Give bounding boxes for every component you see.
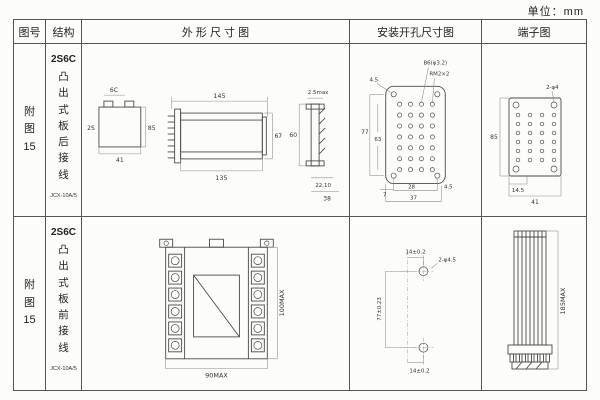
dim-2phi45: 2-φ4.5 bbox=[438, 257, 456, 263]
row1-structure-desc: 凸出式板后接线 bbox=[58, 71, 69, 181]
dim-14-top: 14±0.2 bbox=[405, 249, 425, 255]
dim-37: 37 bbox=[410, 195, 417, 201]
dim-63: 63 bbox=[374, 137, 381, 143]
header-terminal: 端子图 bbox=[482, 20, 586, 44]
row2-fig-no: 附图15 bbox=[23, 279, 36, 327]
dim-rm2: RM2×2 bbox=[429, 71, 449, 77]
row1-fig-no: 附图15 bbox=[23, 105, 36, 153]
row1-terminal-cell: 2-φ4 85 14.5 41 bbox=[482, 44, 586, 217]
row1-install-drawing: 4.5 B6(φ3.2) RM2×2 77 63 7 28 4.5 37 bbox=[361, 61, 453, 202]
row2-outline-cell: 100MAX 90MAX bbox=[82, 217, 350, 390]
dim-45b: 4.5 bbox=[444, 185, 453, 191]
dim-6c: 6C bbox=[110, 87, 118, 94]
row1-outline-drawing: 6C 2S 85 41 bbox=[87, 87, 340, 203]
dim-38: 38 bbox=[323, 196, 331, 203]
row2-install-cell: 14±0.2 2-φ4.5 77±0.23 14±0.2 bbox=[350, 217, 482, 390]
row1-outline-cell: 6C 2S 85 41 bbox=[82, 44, 350, 217]
header-structure: 结构 bbox=[46, 20, 82, 44]
terminal-block-shape bbox=[499, 90, 562, 197]
top-view-shape bbox=[98, 94, 147, 155]
dim-77tol: 77±0.23 bbox=[377, 297, 383, 321]
row2-fig-no-cell: 附图15 bbox=[14, 217, 46, 390]
dim-7: 7 bbox=[383, 192, 386, 198]
dim-b6: B6(φ3.2) bbox=[423, 61, 447, 67]
dim-41: 41 bbox=[116, 157, 124, 164]
row2-model-code: JCX-10A/5 bbox=[50, 365, 77, 372]
row2-model: 2S6C bbox=[50, 227, 76, 238]
row1-fig-no-cell: 附图15 bbox=[14, 44, 46, 217]
header-outline: 外 形 尺 寸 图 bbox=[82, 20, 350, 44]
dim-60: 60 bbox=[289, 132, 297, 139]
dim-85: 85 bbox=[148, 125, 156, 132]
front-view-shape bbox=[159, 238, 278, 370]
row1-install-cell: 4.5 B6(φ3.2) RM2×2 77 63 7 28 4.5 37 bbox=[350, 44, 482, 217]
row2-install-drawing: 14±0.2 2-φ4.5 77±0.23 14±0.2 bbox=[377, 249, 456, 374]
panel-section-shape bbox=[298, 97, 340, 193]
dim-2s: 2S bbox=[87, 125, 95, 132]
row2-terminal-cell: 185MAX bbox=[482, 217, 586, 390]
row2-structure-cell: 2S6C 凸出式板前接线 JCX-10A/5 bbox=[46, 217, 82, 390]
header-install: 安装开孔尺寸图 bbox=[350, 20, 482, 44]
dim-t85: 85 bbox=[490, 134, 498, 141]
row1-structure-cell: 2S6C 凸出式板后接线 JCX-10A/5 bbox=[46, 44, 82, 217]
dim-2210: 22,10 bbox=[315, 183, 331, 189]
dim-90max: 90MAX bbox=[205, 372, 228, 380]
row1-terminal-drawing: 2-φ4 85 14.5 41 bbox=[490, 85, 562, 206]
spec-table: 图号 结构 外 形 尺 寸 图 安装开孔尺寸图 端子图 附图15 2S6C 凸出… bbox=[13, 19, 587, 391]
dim-hole-45: 4.5 bbox=[369, 77, 378, 83]
dim-77: 77 bbox=[361, 129, 369, 136]
dim-145: 145 bbox=[213, 92, 225, 100]
row2-outline-drawing: 100MAX 90MAX bbox=[159, 238, 286, 380]
row2-structure-desc: 凸出式板前接线 bbox=[58, 244, 69, 354]
dim-28: 28 bbox=[408, 185, 415, 191]
row1-model-code: JCX-10A/5 bbox=[50, 192, 77, 199]
dim-14-bottom: 14±0.2 bbox=[409, 368, 429, 374]
terminal-side-shape bbox=[507, 230, 559, 370]
side-view-shape bbox=[167, 97, 273, 172]
dim-100max: 100MAX bbox=[278, 289, 286, 316]
dim-185max: 185MAX bbox=[559, 287, 567, 314]
drill-template-shape bbox=[369, 67, 446, 202]
dim-135: 135 bbox=[215, 174, 227, 182]
dim-25max: 2.5max bbox=[308, 90, 329, 96]
dim-t41: 41 bbox=[531, 199, 539, 206]
row1-model: 2S6C bbox=[50, 54, 76, 65]
dim-145b: 14.5 bbox=[512, 188, 525, 194]
hole-pattern-shape bbox=[385, 251, 438, 365]
dim-2phi4: 2-φ4 bbox=[546, 85, 559, 91]
header-fig-no: 图号 bbox=[14, 20, 46, 44]
dim-67: 67 bbox=[274, 133, 282, 140]
unit-label: 单位：mm bbox=[527, 6, 584, 18]
row2-terminal-drawing: 185MAX bbox=[507, 230, 567, 370]
